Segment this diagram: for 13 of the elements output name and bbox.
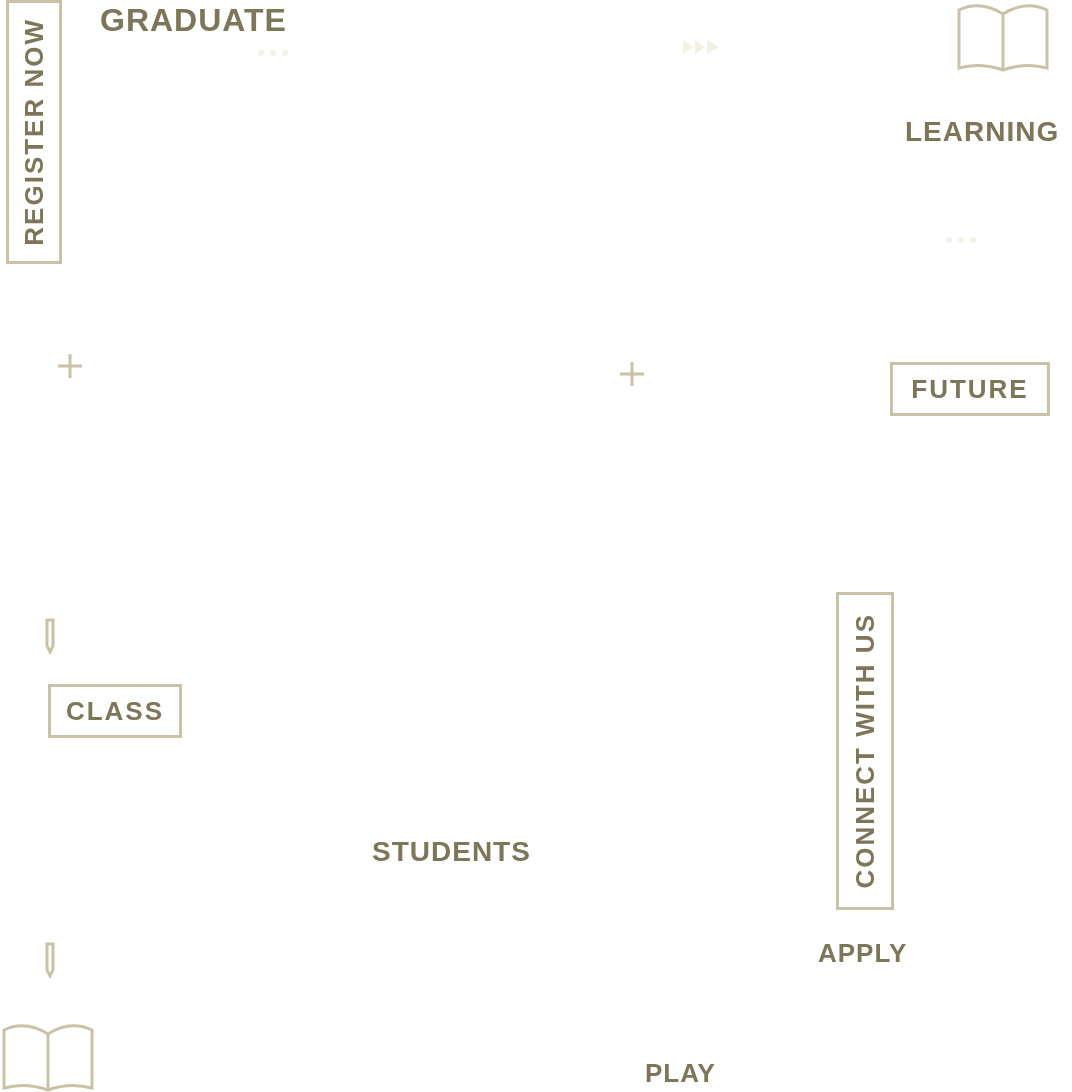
word-label: PLAY: [645, 1058, 716, 1089]
box-label: FUTURE: [911, 373, 1029, 405]
text-box: [836, 592, 894, 910]
word-label: LEARNING: [905, 116, 1060, 148]
word-label: APPLY: [818, 938, 908, 969]
word-label: GRADUATE: [100, 2, 287, 39]
box-label: CONNECT WITH US: [849, 613, 881, 889]
text-box: [48, 684, 182, 738]
word-label: STUDENTS: [372, 836, 531, 868]
text-box: [890, 362, 1050, 416]
box-label: REGISTER NOW: [18, 18, 50, 246]
text-box: [6, 0, 62, 264]
box-label: CLASS: [65, 695, 165, 727]
